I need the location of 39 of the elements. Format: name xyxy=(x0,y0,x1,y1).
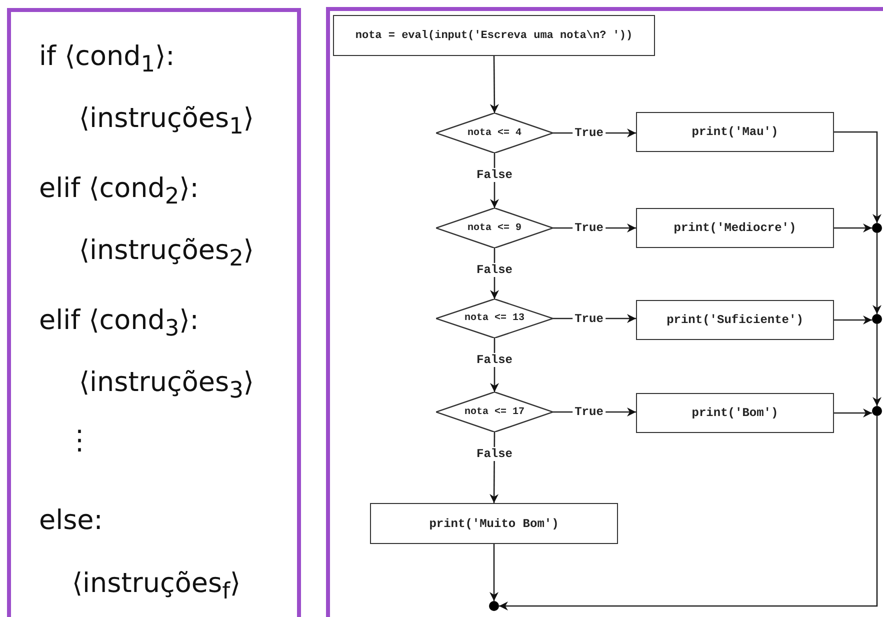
process-box: print('Bom') xyxy=(636,393,834,433)
code-line: elif ⟨cond$_{2}$⟩: xyxy=(39,172,199,212)
process-box: print('Muito Bom') xyxy=(370,503,618,544)
edge-label: True xyxy=(572,312,606,326)
code-line: if ⟨cond$_{1}$⟩: xyxy=(39,40,175,80)
condition-text: nota <= 9 xyxy=(467,222,522,234)
arrow xyxy=(872,324,882,406)
process-box: print('Mediocre') xyxy=(636,208,834,248)
edge-label: False xyxy=(474,353,514,367)
code-line: ⟨instruções$_{2}$⟩ xyxy=(79,234,254,274)
arrow xyxy=(872,233,882,314)
edge-label: False xyxy=(474,447,514,461)
code-line: ⟨instruções$_{3}$⟩ xyxy=(79,366,254,406)
arrow xyxy=(490,56,499,113)
edge-label: False xyxy=(474,168,514,182)
condition-text: nota <= 13 xyxy=(464,313,524,324)
code-line: elif ⟨cond$_{3}$⟩: xyxy=(39,304,199,344)
code-panel xyxy=(7,8,301,617)
code-line: else: xyxy=(39,504,103,538)
code-line: ⋮ xyxy=(66,424,93,458)
junction-dot xyxy=(872,314,882,324)
arrow xyxy=(499,416,878,610)
process-box: print('Mau') xyxy=(636,112,834,152)
code-line: ⟨instruções$_{f}$⟩ xyxy=(72,567,241,606)
edge-label: False xyxy=(474,263,514,277)
junction-dot xyxy=(872,223,882,233)
junction-dot xyxy=(872,406,882,416)
junction-dot xyxy=(489,601,499,611)
code-line: ⟨instruções$_{1}$⟩ xyxy=(79,102,254,142)
process-box: print('Suficiente') xyxy=(636,300,834,340)
flowchart-panel xyxy=(326,7,883,617)
condition-text: nota <= 17 xyxy=(464,406,524,418)
arrow xyxy=(834,131,882,223)
arrow xyxy=(834,408,872,418)
arrow xyxy=(490,544,498,601)
arrow xyxy=(834,224,872,232)
arrow xyxy=(834,316,872,324)
process-box: nota = eval(input('Escreva uma nota\n? ')) xyxy=(333,15,655,56)
condition-text: nota <= 4 xyxy=(467,128,522,138)
